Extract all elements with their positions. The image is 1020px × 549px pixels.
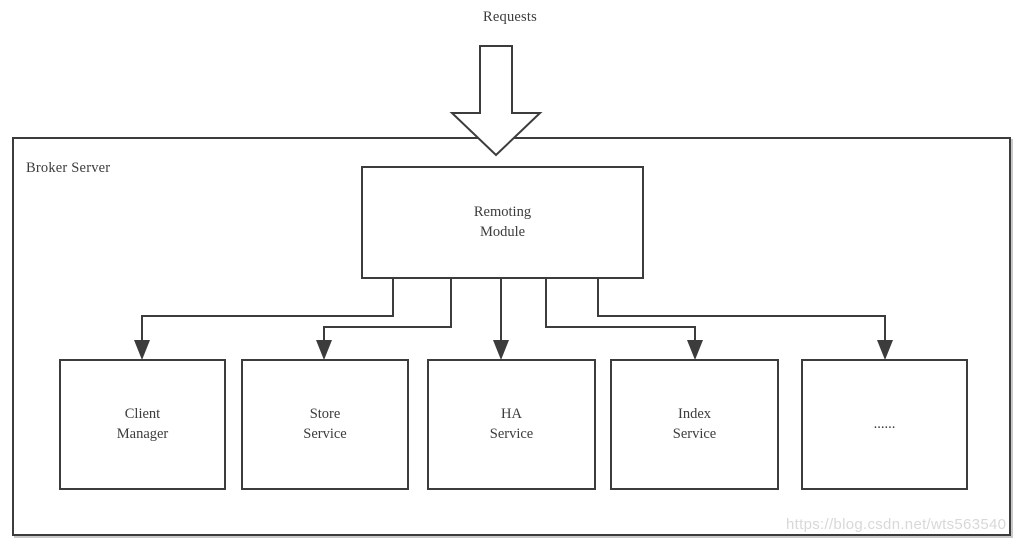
service-box-index-service <box>610 359 779 490</box>
requests-label: Requests <box>483 9 537 25</box>
connector-arrowheads <box>134 340 893 360</box>
service-box-client-manager <box>59 359 226 490</box>
arrowhead-store-service <box>316 340 332 360</box>
arrowhead-more-services <box>877 340 893 360</box>
service-box-more-services <box>801 359 968 490</box>
connector-more-services <box>597 278 886 345</box>
connector-lines <box>141 278 886 345</box>
service-box-store-service <box>241 359 409 490</box>
arrowhead-client-manager <box>134 340 150 360</box>
watermark: https://blog.csdn.net/wts563540 <box>786 516 1007 533</box>
requests-block-arrow-icon <box>449 45 543 157</box>
broker-server-label: Broker Server <box>26 160 111 176</box>
arrowhead-index-service <box>687 340 703 360</box>
service-box-ha-service <box>427 359 596 490</box>
arrowhead-ha-service <box>493 340 509 360</box>
connector-client-manager <box>141 278 394 345</box>
remoting-module-box <box>361 166 644 279</box>
connector-index-service <box>545 278 696 345</box>
connector-store-service <box>323 278 452 345</box>
